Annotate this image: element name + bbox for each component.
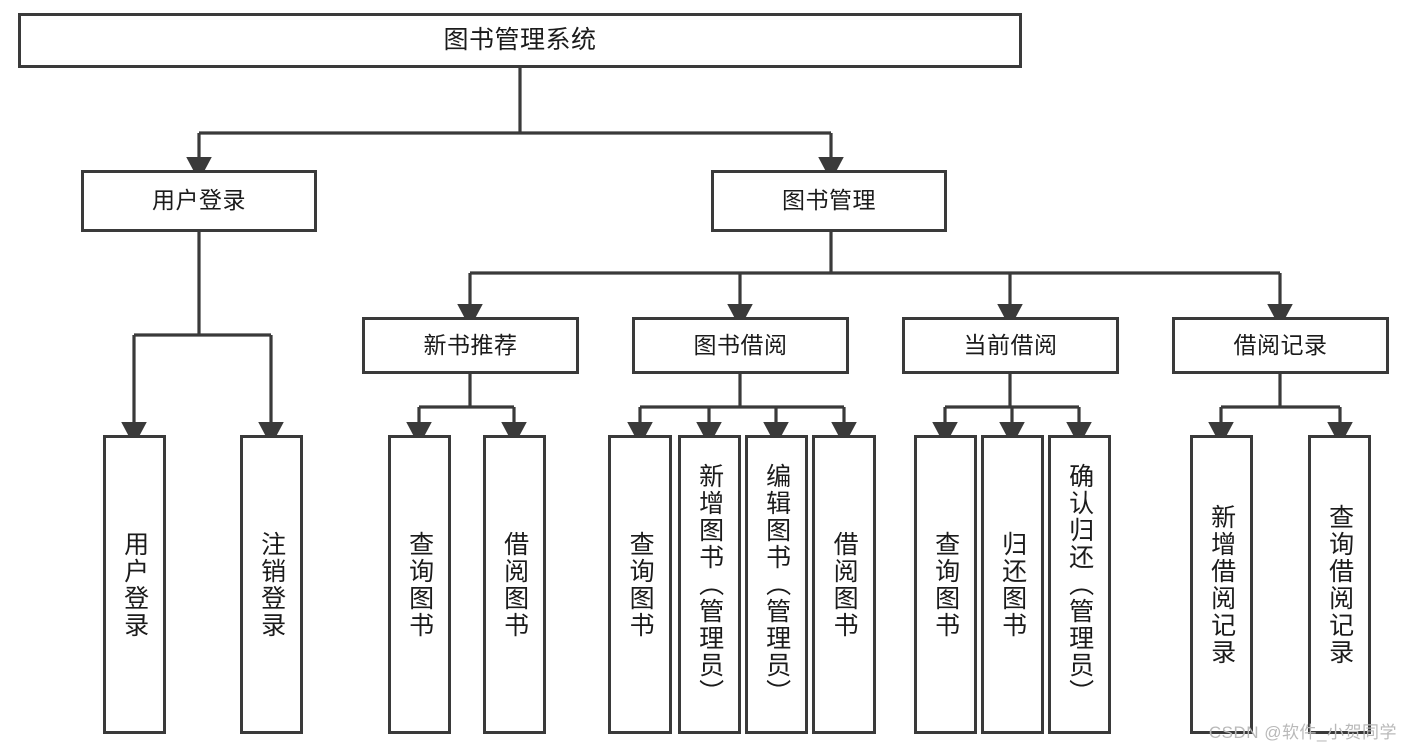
node-root-book-management-system[interactable]: 图书管理系统	[18, 13, 1022, 68]
leaf-borrow-query-book[interactable]: 查询图书	[608, 435, 672, 734]
node-new-book-recommend[interactable]: 新书推荐	[362, 317, 579, 374]
node-book-management-label: 图书管理	[782, 187, 876, 214]
node-borrow-record[interactable]: 借阅记录	[1172, 317, 1389, 374]
node-book-borrow-label: 图书借阅	[693, 331, 788, 358]
leaf-user-login-signout[interactable]: 注销登录	[240, 435, 303, 734]
leaf-new-book-borrow-label: 借阅图书	[500, 530, 529, 639]
leaf-user-login-signin-label: 用户登录	[120, 530, 149, 639]
leaf-record-add[interactable]: 新增借阅记录	[1190, 435, 1253, 734]
leaf-new-book-query[interactable]: 查询图书	[388, 435, 451, 734]
leaf-borrow-borrow-book-label: 借阅图书	[830, 530, 859, 639]
leaf-user-login-signin[interactable]: 用户登录	[103, 435, 166, 734]
leaf-current-return-book-label: 归还图书	[998, 530, 1027, 639]
leaf-current-query-book[interactable]: 查询图书	[914, 435, 977, 734]
leaf-current-query-book-label: 查询图书	[931, 530, 960, 639]
leaf-record-query[interactable]: 查询借阅记录	[1308, 435, 1371, 734]
leaf-borrow-query-book-label: 查询图书	[626, 530, 655, 639]
leaf-borrow-add-book-admin-label: 新增图书（管理员）	[695, 463, 724, 706]
leaf-new-book-borrow[interactable]: 借阅图书	[483, 435, 546, 734]
node-user-login-label: 用户登录	[152, 187, 246, 214]
node-book-management[interactable]: 图书管理	[711, 170, 947, 232]
csdn-watermark: CSDN @软件_小贺同学	[1208, 723, 1397, 742]
leaf-record-query-label: 查询借阅记录	[1325, 503, 1354, 666]
leaf-record-add-label: 新增借阅记录	[1207, 503, 1236, 666]
leaf-user-login-signout-label: 注销登录	[257, 530, 286, 639]
leaf-borrow-add-book-admin[interactable]: 新增图书（管理员）	[678, 435, 741, 734]
node-current-borrow[interactable]: 当前借阅	[902, 317, 1119, 374]
leaf-current-confirm-return-admin[interactable]: 确认归还（管理员）	[1048, 435, 1111, 734]
leaf-current-confirm-return-admin-label: 确认归还（管理员）	[1065, 463, 1094, 706]
leaf-borrow-borrow-book[interactable]: 借阅图书	[812, 435, 876, 734]
leaf-borrow-edit-book-admin[interactable]: 编辑图书（管理员）	[745, 435, 808, 734]
node-user-login[interactable]: 用户登录	[81, 170, 317, 232]
leaf-new-book-query-label: 查询图书	[405, 530, 434, 639]
node-root-label: 图书管理系统	[443, 25, 597, 54]
leaf-current-return-book[interactable]: 归还图书	[981, 435, 1044, 734]
node-book-borrow[interactable]: 图书借阅	[632, 317, 849, 374]
node-new-book-recommend-label: 新书推荐	[423, 331, 518, 358]
node-borrow-record-label: 借阅记录	[1233, 331, 1328, 358]
node-current-borrow-label: 当前借阅	[963, 331, 1058, 358]
leaf-borrow-edit-book-admin-label: 编辑图书（管理员）	[762, 463, 791, 706]
